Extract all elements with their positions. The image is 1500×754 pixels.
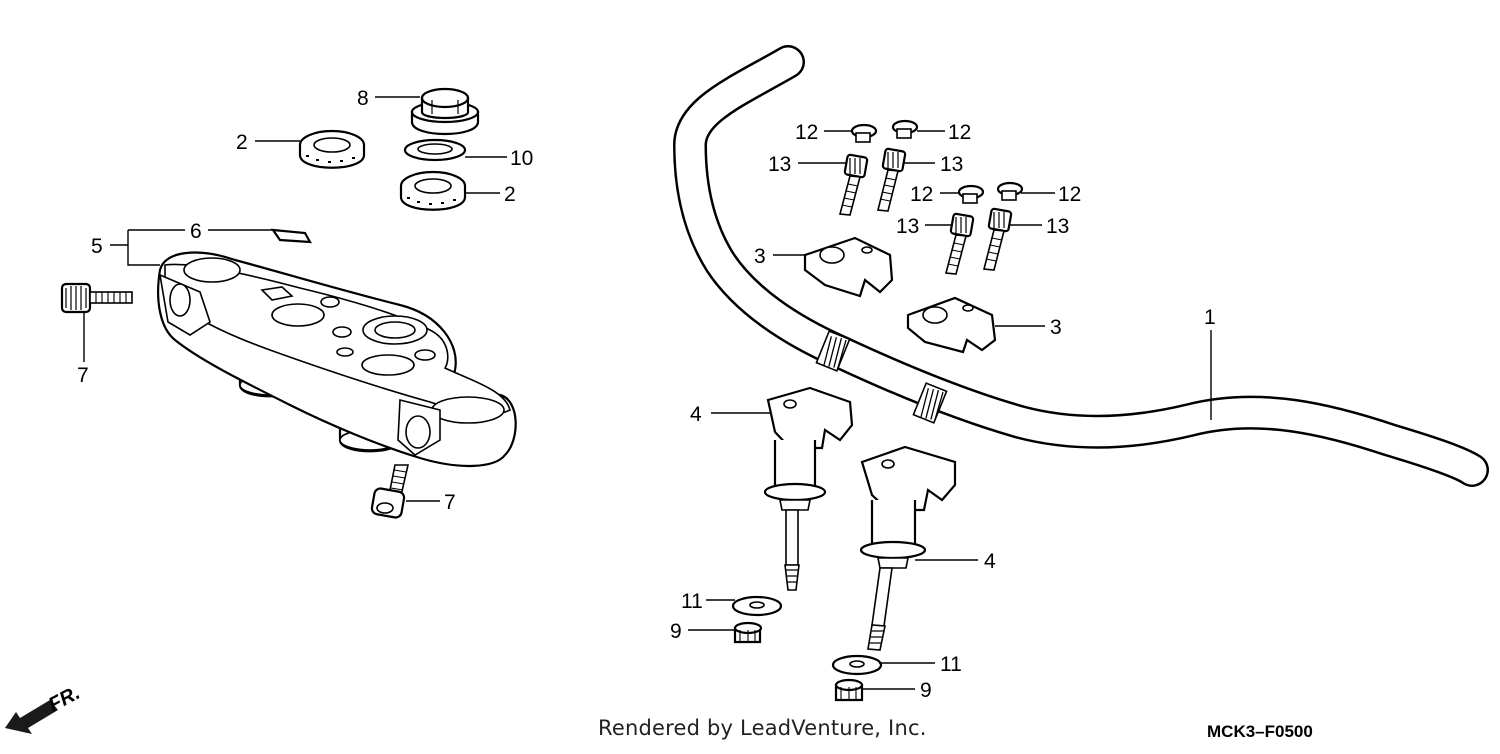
callout-11-left: 11 (681, 590, 703, 613)
callout-11-right: 11 (940, 653, 962, 676)
bolt-7-lower (370, 464, 410, 519)
callout-8: 8 (357, 87, 369, 110)
top-bridge (157, 251, 517, 467)
callout-13-c: 13 (896, 215, 919, 238)
callout-12-d: 12 (1058, 183, 1081, 206)
callout-6: 6 (190, 220, 202, 243)
callout-13-d: 13 (1046, 215, 1069, 238)
cap-12-b (891, 119, 919, 139)
callout-13-b: 13 (940, 153, 963, 176)
callout-13-a: 13 (768, 153, 791, 176)
cap-12-c (957, 184, 985, 204)
upper-holder-right (906, 296, 997, 354)
callout-3-upper: 3 (754, 245, 766, 268)
lower-holder-left (763, 386, 854, 591)
callout-12-a: 12 (795, 121, 818, 144)
callouts: 1 2 2 3 3 4 4 5 6 7 7 8 9 9 10 11 11 12 … (77, 87, 1216, 702)
callout-9-left: 9 (670, 620, 682, 643)
callout-9-right: 9 (920, 679, 932, 702)
handlebar (672, 45, 1489, 487)
callout-2-upper: 2 (236, 131, 248, 154)
callout-4-right: 4 (984, 550, 996, 573)
lower-holder-right (859, 445, 957, 651)
callout-1: 1 (1204, 306, 1216, 329)
cap-12-a (850, 123, 878, 143)
bolt-7-left (60, 282, 133, 314)
callout-4-left: 4 (690, 403, 702, 426)
nut-9-a (733, 621, 763, 644)
callout-7-left: 7 (77, 364, 89, 387)
callout-7-lower: 7 (444, 491, 456, 514)
front-arrow-icon (5, 700, 58, 734)
handlebar-knurl-right (912, 382, 948, 424)
bearing-2-upper (298, 129, 366, 169)
callout-3-lower: 3 (1050, 316, 1062, 339)
leader-lines (83, 96, 1212, 690)
washer-11-b (831, 654, 883, 676)
washer-11-a (731, 595, 783, 617)
label-plate (270, 228, 312, 244)
diagram-code: MCK3–F0500 (1207, 722, 1313, 741)
cap-12-d (996, 181, 1024, 201)
bolt-13-c (944, 212, 975, 275)
callout-12-b: 12 (948, 121, 971, 144)
handlebar-knurl-left (815, 330, 851, 372)
callout-12-c: 12 (910, 183, 933, 206)
credit-text: Rendered by LeadVenture, Inc. (598, 716, 927, 740)
callout-10: 10 (510, 147, 533, 170)
nut-9-b (834, 678, 864, 702)
front-direction-marker: FR. (5, 682, 84, 734)
callout-2-lower: 2 (504, 183, 516, 206)
bearing-2-lower (399, 170, 467, 211)
upper-holder-left (803, 236, 894, 298)
bolt-13-d (982, 207, 1013, 271)
callout-5: 5 (91, 235, 103, 258)
washer-10 (403, 138, 467, 162)
bolt-13-b (876, 147, 907, 212)
bolt-13-a (838, 153, 869, 216)
stem-nut (410, 87, 480, 136)
